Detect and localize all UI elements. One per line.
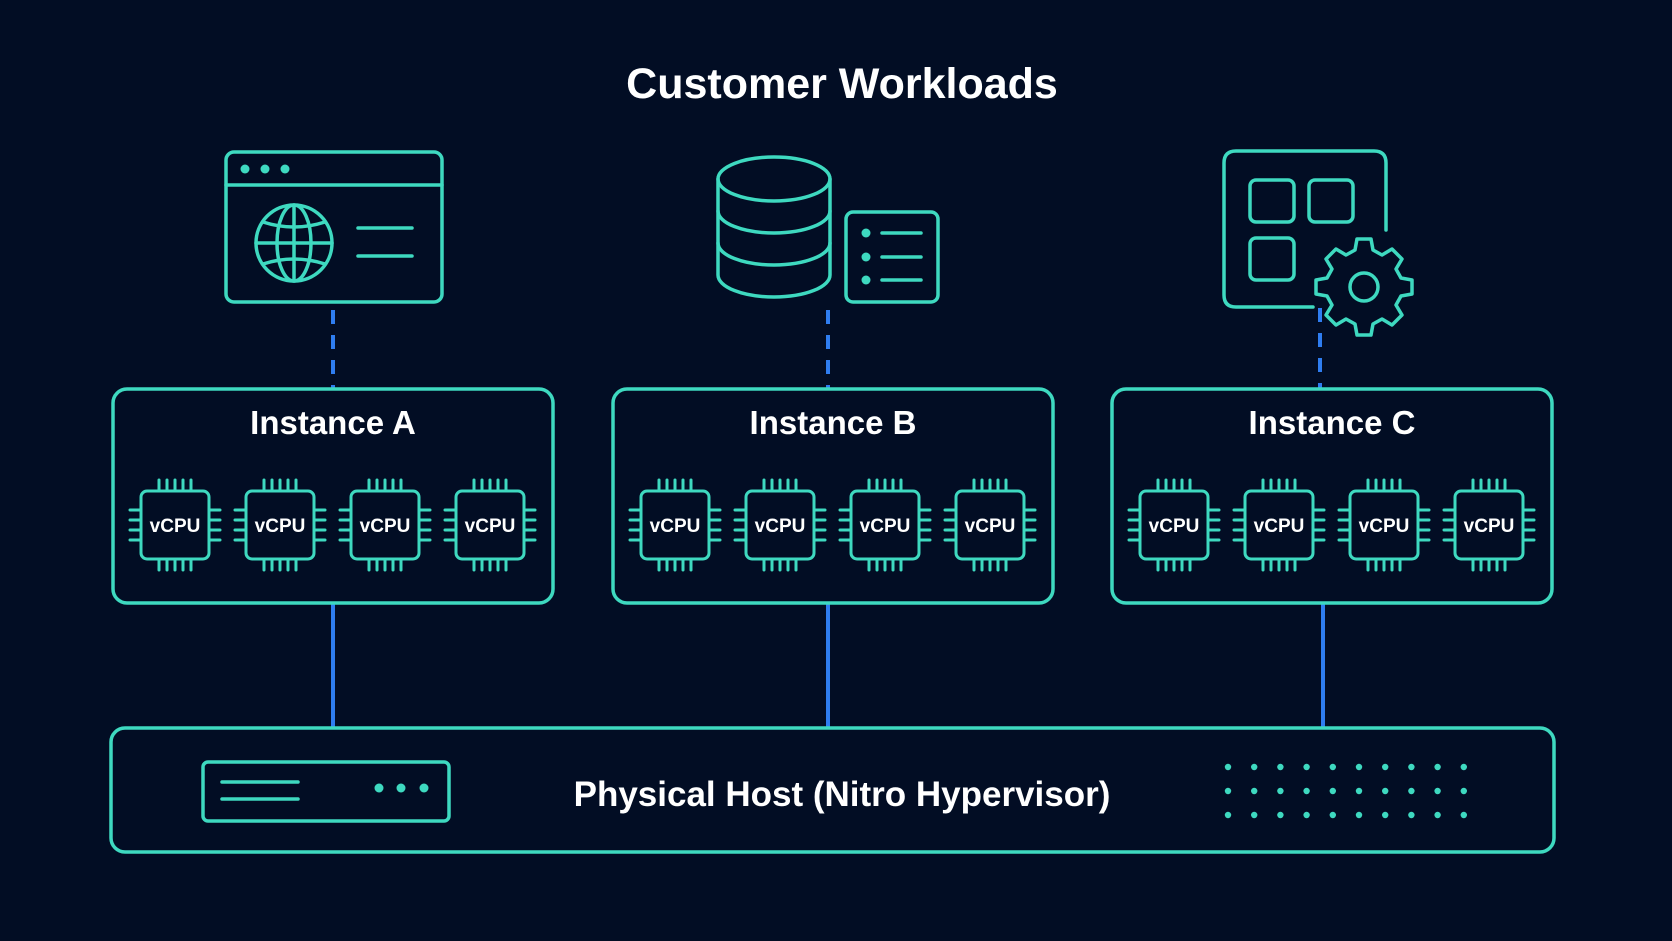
vcpu-chip-icon [838, 478, 932, 572]
grid-dot [1408, 763, 1415, 771]
vcpu-label: vCPU [965, 516, 1016, 537]
instance-box [111, 387, 555, 605]
vcpu-chip-icon [233, 478, 327, 572]
diagram-title: Customer Workloads [626, 60, 1058, 108]
grid-dot [1224, 811, 1232, 819]
grid-dot [1434, 787, 1441, 795]
vcpu-chip-icon [338, 478, 432, 572]
vcpu-chip-icon [628, 478, 722, 572]
instance-box [1110, 387, 1554, 605]
vcpu-label: vCPU [1149, 516, 1200, 537]
app-settings-icon [1222, 149, 1414, 337]
vcpu-label: vCPU [650, 516, 701, 537]
grid-dot [1460, 763, 1468, 771]
instance-label: Instance B [750, 404, 917, 441]
grid-dot [1408, 787, 1415, 795]
vcpu-label: vCPU [465, 516, 516, 537]
physical-host: Physical Host (Nitro Hypervisor) [109, 726, 1556, 854]
vcpu-chip-icon [128, 478, 222, 572]
database-icon [716, 155, 940, 304]
vcpu-label: vCPU [1254, 516, 1305, 537]
grid-dot [1277, 787, 1284, 795]
grid-dot [1329, 787, 1337, 795]
vcpu-chip-icon [733, 478, 827, 572]
host-connectors [331, 603, 1325, 728]
vcpu-chip-icon [943, 478, 1037, 572]
physical-host-label: Physical Host (Nitro Hypervisor) [574, 775, 1111, 814]
instance-c: Instance C vCPU vCPU vCPU vCPU [1110, 387, 1554, 605]
grid-dot [1460, 811, 1468, 819]
grid-dot [1460, 787, 1468, 795]
grid-dot [1303, 787, 1310, 795]
vcpu-chip-icon [443, 478, 537, 572]
instance-a: Instance A vCPU vCPU vCPU vCPU [111, 387, 555, 605]
grid-dot [1224, 763, 1232, 771]
grid-dot [1355, 763, 1363, 771]
web-application-icon [224, 150, 444, 304]
dot-grid-icon [1224, 763, 1468, 819]
grid-dot [1382, 787, 1389, 795]
vcpu-label: vCPU [360, 516, 411, 537]
instance-label: Instance A [250, 404, 416, 441]
physical-host-box [109, 726, 1556, 854]
list-document-icon [844, 210, 940, 304]
gear-icon [1314, 237, 1414, 337]
grid-dot [1355, 811, 1363, 819]
grid-dot [1408, 811, 1415, 819]
grid-dot [1251, 763, 1258, 771]
grid-dot [1382, 763, 1389, 771]
instance-box [611, 387, 1055, 605]
vcpu-chip-icon [1232, 478, 1326, 572]
grid-dot [1303, 811, 1310, 819]
grid-dot [1329, 811, 1337, 819]
grid-dot [1355, 787, 1363, 795]
vcpu-label: vCPU [860, 516, 911, 537]
vcpu-chip-icon [1442, 478, 1536, 572]
grid-dot [1434, 763, 1441, 771]
grid-dot [1277, 763, 1284, 771]
grid-dot [1224, 787, 1232, 795]
grid-dot [1277, 811, 1284, 819]
vcpu-chip-icon [1337, 478, 1431, 572]
vcpu-label: vCPU [1464, 516, 1515, 537]
vcpu-label: vCPU [150, 516, 201, 537]
instance-label: Instance C [1249, 404, 1416, 441]
vcpu-label: vCPU [255, 516, 306, 537]
grid-dot [1251, 787, 1258, 795]
vcpu-chip-icon [1127, 478, 1221, 572]
vcpu-label: vCPU [755, 516, 806, 537]
instances: Instance A vCPU vCPU vCPU vCPU Instance B vCPU… [111, 387, 1554, 605]
grid-dot [1251, 811, 1258, 819]
grid-dot [1434, 811, 1441, 819]
workload-connectors [331, 308, 1322, 389]
instance-b: Instance B vCPU vCPU vCPU vCPU [611, 387, 1055, 605]
server-icon [201, 760, 451, 823]
grid-dot [1382, 811, 1389, 819]
globe-icon [254, 203, 334, 283]
grid-dot [1303, 763, 1310, 771]
grid-dot [1329, 763, 1337, 771]
vcpu-label: vCPU [1359, 516, 1410, 537]
